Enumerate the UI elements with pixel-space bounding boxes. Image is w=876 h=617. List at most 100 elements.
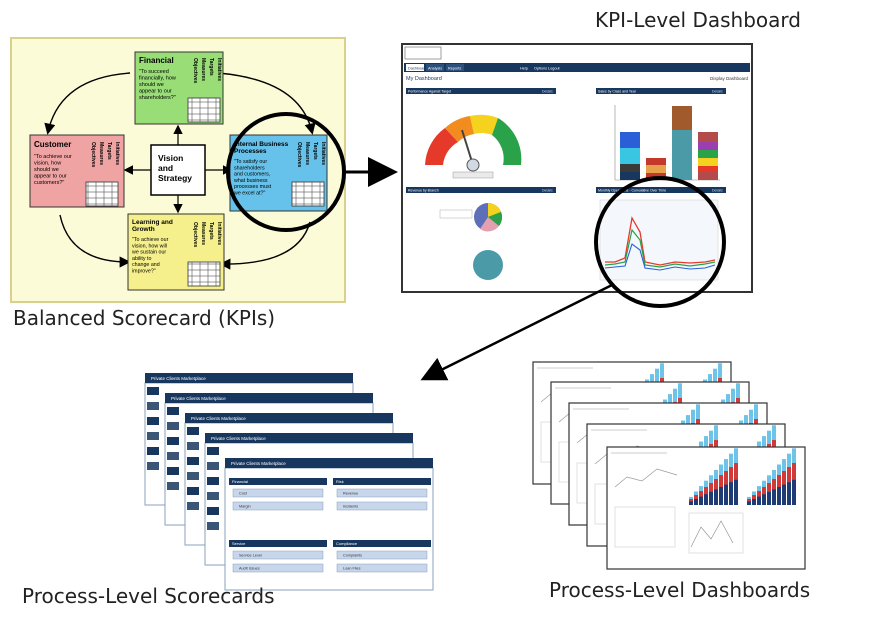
dashboard-tab[interactable] xyxy=(426,64,444,71)
dashboard-panel-link[interactable]: Details xyxy=(542,90,553,94)
dashboard-panel-title: Performance Against Target xyxy=(408,90,451,94)
scorecard-column-header: Initiatives xyxy=(216,222,222,245)
caption-balanced-scorecard: Balanced Scorecard (KPIs) xyxy=(13,306,276,330)
process-scorecard-title: Private Clients Marketplace xyxy=(151,376,206,381)
cycle-arrows xyxy=(44,72,316,270)
text-line: should we xyxy=(139,82,164,88)
dashboard-nav-link[interactable]: Options xyxy=(534,67,547,71)
process-scorecard-title: Private Clients Marketplace xyxy=(211,436,266,441)
text-line: change and xyxy=(132,262,160,268)
scorecard-column-header: Initiatives xyxy=(114,142,120,165)
text-line: should we xyxy=(34,167,59,173)
dashboard-nav-link[interactable]: Logout xyxy=(548,67,561,71)
process-scorecard-item: Margin xyxy=(239,505,251,509)
process-scorecard-item: Revenue xyxy=(343,492,358,496)
scorecard-grid xyxy=(187,97,221,123)
text-line: processes must xyxy=(234,184,272,190)
text-line: ability to xyxy=(132,256,151,262)
magnifier-circle-chart xyxy=(594,176,726,308)
scorecard-column-header: Objectives xyxy=(90,142,96,168)
process-scorecard-item: Service Level xyxy=(239,554,262,558)
dashboard-nav-link[interactable]: Help xyxy=(520,67,528,71)
magnifier-circle-internal xyxy=(226,112,346,232)
text-line: Strategy xyxy=(158,173,192,183)
process-scorecard-title: Private Clients Marketplace xyxy=(171,396,226,401)
text-line: "To satisfy our xyxy=(234,159,267,165)
scorecard-column-header: Targets xyxy=(106,142,112,160)
text-line: what business xyxy=(234,178,268,184)
text-line: Growth xyxy=(132,226,155,233)
line-chart xyxy=(599,199,719,281)
text-line: "To achieve our xyxy=(34,154,72,160)
process-scorecard-item: Incidents xyxy=(343,505,358,509)
dashboard-panel-title: Revenue by Branch xyxy=(408,189,439,193)
arrow-to-process-scorecards xyxy=(420,283,613,381)
text-line: appear to our xyxy=(139,89,172,95)
process-scorecard-card: Private Clients MarketplaceFinancialCost… xyxy=(224,458,434,591)
text-line: we sustain our xyxy=(132,250,166,256)
scorecard-column-header: Objectives xyxy=(192,58,198,84)
text-line: shareholders xyxy=(234,165,265,171)
process-scorecard-item: Audit Issues xyxy=(239,567,260,571)
process-scorecard-title: Private Clients Marketplace xyxy=(191,416,246,421)
scorecard-column-header: Initiatives xyxy=(320,142,326,165)
text-line: appear to our xyxy=(34,174,67,180)
scorecard-column-header: Measures xyxy=(200,58,206,81)
process-scorecard-item: Complaints xyxy=(343,554,362,558)
text-line: Learning and xyxy=(132,219,173,226)
text-line: improve?" xyxy=(132,269,156,275)
text-line: and customers, xyxy=(234,172,270,178)
dashboard-tab-label: Dashboard xyxy=(408,67,427,71)
scorecard-column-header: Measures xyxy=(200,222,206,245)
dashboard-tab[interactable] xyxy=(406,64,424,71)
dashboard-panel-link[interactable]: Details xyxy=(712,189,723,193)
process-scorecard-item: Cost xyxy=(239,492,248,496)
process-dashboards xyxy=(532,361,806,570)
scorecard-column-header: Objectives xyxy=(296,142,302,168)
scorecard-column-header: Objectives xyxy=(192,222,198,248)
text-line: Vision xyxy=(158,153,183,163)
process-scorecard-title: Private Clients Marketplace xyxy=(231,461,286,466)
gauge-chart xyxy=(425,114,522,179)
dashboard-panel-header xyxy=(406,187,556,193)
dashboard-panel-link[interactable]: Details xyxy=(712,90,723,94)
vision-links xyxy=(123,124,233,214)
caption-kpi-dashboard: KPI-Level Dashboard xyxy=(595,8,801,32)
dashboard-tab[interactable] xyxy=(446,64,464,71)
dashboard-tab-label: Reports xyxy=(448,67,461,71)
scorecard-column-header: Measures xyxy=(304,142,310,165)
text-line: and xyxy=(158,163,173,173)
scorecard-column-header: Targets xyxy=(312,142,318,160)
scorecard-column-header: Targets xyxy=(208,58,214,76)
caption-process-scorecards: Process-Level Scorecards xyxy=(22,584,275,608)
scorecard-grid xyxy=(187,261,221,287)
dashboard-tab-label: Analysis xyxy=(428,67,442,71)
text-line: Internal Business xyxy=(234,141,289,148)
dashboard-panel-title: Sales by Class and Year xyxy=(598,90,637,94)
scorecard-grid xyxy=(291,181,325,207)
text-line: customers?" xyxy=(34,180,64,186)
text-line: we excel at?" xyxy=(234,191,265,197)
text-line: vision, how will xyxy=(132,243,167,249)
process-scorecard-section: Compliance xyxy=(336,541,358,546)
financial-title: Financial xyxy=(139,56,174,65)
dashboard-panel-header xyxy=(596,187,726,193)
stacked-bar-chart xyxy=(614,105,720,181)
scorecard-column-header: Targets xyxy=(208,222,214,240)
dashboard-navbar xyxy=(404,63,750,72)
process-scorecard-section: Service xyxy=(232,541,246,546)
scorecard-column-header: Measures xyxy=(98,142,104,165)
dashboard-page-title: My Dashboard xyxy=(406,76,442,82)
dashboard-panel-link[interactable]: Details xyxy=(542,189,553,193)
